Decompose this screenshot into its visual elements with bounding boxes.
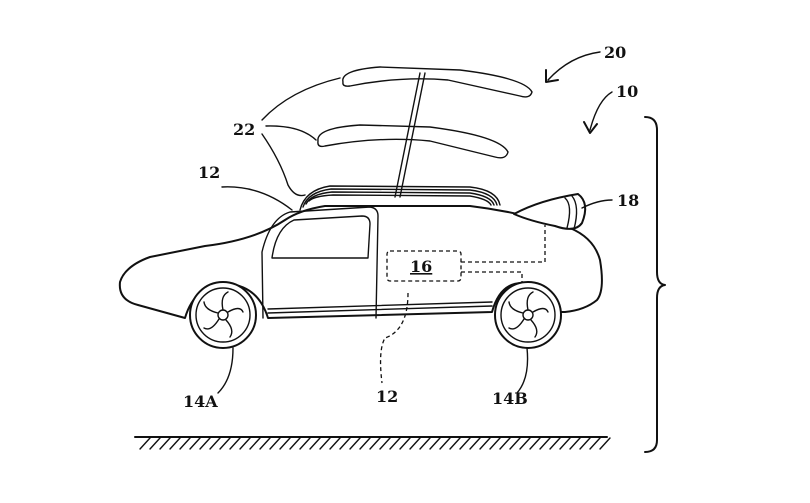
vehicle-window (271, 215, 371, 259)
vehicle-door (261, 206, 379, 319)
ground-hatch-line (499, 437, 511, 450)
ground-hatch-line (339, 437, 351, 450)
ground-hatch-line (359, 437, 371, 450)
ground-hatch-line (549, 437, 561, 450)
ground-hatch-line (149, 437, 161, 450)
ground-hatch-line (289, 437, 301, 450)
ground-hatch-line (159, 437, 171, 450)
airfoil-middle (317, 124, 509, 159)
airfoil-top (342, 66, 533, 98)
label-22: 22 (233, 120, 255, 139)
ground-hatch-line (479, 437, 491, 450)
vehicle-body (118, 205, 603, 319)
ground-hatch-line (239, 437, 251, 450)
ground-hatch-line (169, 437, 181, 450)
ground-hatch-line (199, 437, 211, 450)
ground-hatch-line (369, 437, 381, 450)
ground-hatch-line (189, 437, 201, 450)
rear-wheel (494, 281, 562, 349)
label-16: 16 (410, 257, 432, 276)
ground-hatch-line (269, 437, 281, 450)
ground-hatch-line (429, 437, 441, 450)
ground (134, 436, 611, 450)
ground-hatch-line (569, 437, 581, 450)
ground-hatch-line (509, 437, 521, 450)
ground-hatch-line (539, 437, 551, 450)
ground-hatch-line (409, 437, 421, 450)
ground-hatch-line (379, 437, 391, 450)
ground-hatch-line (529, 437, 541, 450)
ground-hatch-line (449, 437, 461, 450)
ground-hatch-line (279, 437, 291, 450)
ground-hatch-line (219, 437, 231, 450)
ground-hatch-line (489, 437, 501, 450)
label-14b: 14B (492, 389, 528, 408)
ground-hatch-line (579, 437, 591, 450)
ground-hatch-line (389, 437, 401, 450)
ground-hatch-line (139, 437, 151, 450)
ground-hatch-line (559, 437, 571, 450)
tail-fin (513, 193, 587, 230)
label-18: 18 (617, 191, 639, 210)
leader-lines (217, 77, 613, 394)
ground-hatch-line (309, 437, 321, 450)
ground-hatch-line (329, 437, 341, 450)
ground-hatch-line (259, 437, 271, 450)
arrow-20 (545, 51, 601, 83)
arrow-10 (583, 91, 613, 134)
ground-hatch-line (349, 437, 361, 450)
ground-hatch-line (589, 437, 601, 450)
ground-hatch-line (249, 437, 261, 450)
ground-hatch-line (179, 437, 191, 450)
label-10: 10 (616, 82, 638, 101)
label-12-top: 12 (198, 163, 220, 182)
ground-hatch-line (599, 437, 611, 450)
ground-hatch-line (299, 437, 311, 450)
ground-hatch-line (519, 437, 531, 450)
ground-hatch-line (399, 437, 411, 450)
vehicle-brace (644, 116, 666, 453)
ground-hatch-line (419, 437, 431, 450)
ground-hatch-line (459, 437, 471, 450)
ground-hatch-line (209, 437, 221, 450)
ground-hatch-line (469, 437, 481, 450)
mast (394, 72, 426, 198)
front-wheel (189, 281, 257, 349)
label-12-bottom: 12 (376, 387, 398, 406)
label-20: 20 (604, 43, 626, 62)
ground-hatch-line (439, 437, 451, 450)
component-16-box (386, 250, 462, 282)
ground-hatch-line (319, 437, 331, 450)
ground-hatch-line (229, 437, 241, 450)
label-14a: 14A (183, 392, 218, 411)
